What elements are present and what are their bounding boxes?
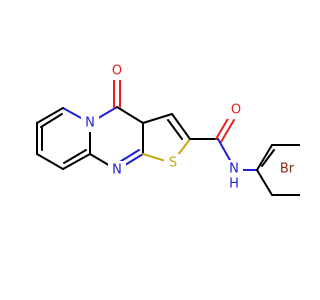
bond <box>36 107 64 124</box>
bond <box>62 153 91 170</box>
sulfur-label: S <box>169 156 177 171</box>
atom-labels: O O N N S N H Br <box>81 62 298 193</box>
bond <box>167 119 183 140</box>
bond <box>36 153 64 170</box>
bond <box>256 144 273 171</box>
bond <box>171 113 191 140</box>
bond <box>215 116 230 140</box>
bond <box>217 138 232 163</box>
bond <box>40 113 63 128</box>
ring-nitrogen-label: N <box>112 163 122 178</box>
bromine-label: Br <box>280 162 295 177</box>
bond <box>220 119 235 143</box>
structure-diagram: O O N N S N H Br <box>36 62 300 196</box>
label-background <box>225 160 243 178</box>
bond <box>117 149 140 164</box>
label-background <box>225 175 243 193</box>
bond <box>261 149 275 167</box>
label-background <box>164 154 182 172</box>
bond <box>63 149 87 164</box>
label-background <box>227 101 245 119</box>
bond <box>142 113 173 124</box>
bridge-nitrogen-label: N <box>85 116 95 131</box>
bond <box>116 106 144 124</box>
label-background <box>81 114 99 132</box>
molecule-canvas: O O N N S N H Br <box>36 62 300 196</box>
ring-oxygen-label: O <box>112 64 122 79</box>
label-background <box>108 62 126 80</box>
amide-group <box>189 116 235 163</box>
amide-oxygen-label: O <box>231 103 241 118</box>
amide-hydrogen-label: H <box>229 177 239 192</box>
bond <box>256 169 273 196</box>
amide-nitrogen-label: N <box>229 162 239 177</box>
label-background <box>108 161 126 179</box>
label-background <box>276 160 298 178</box>
